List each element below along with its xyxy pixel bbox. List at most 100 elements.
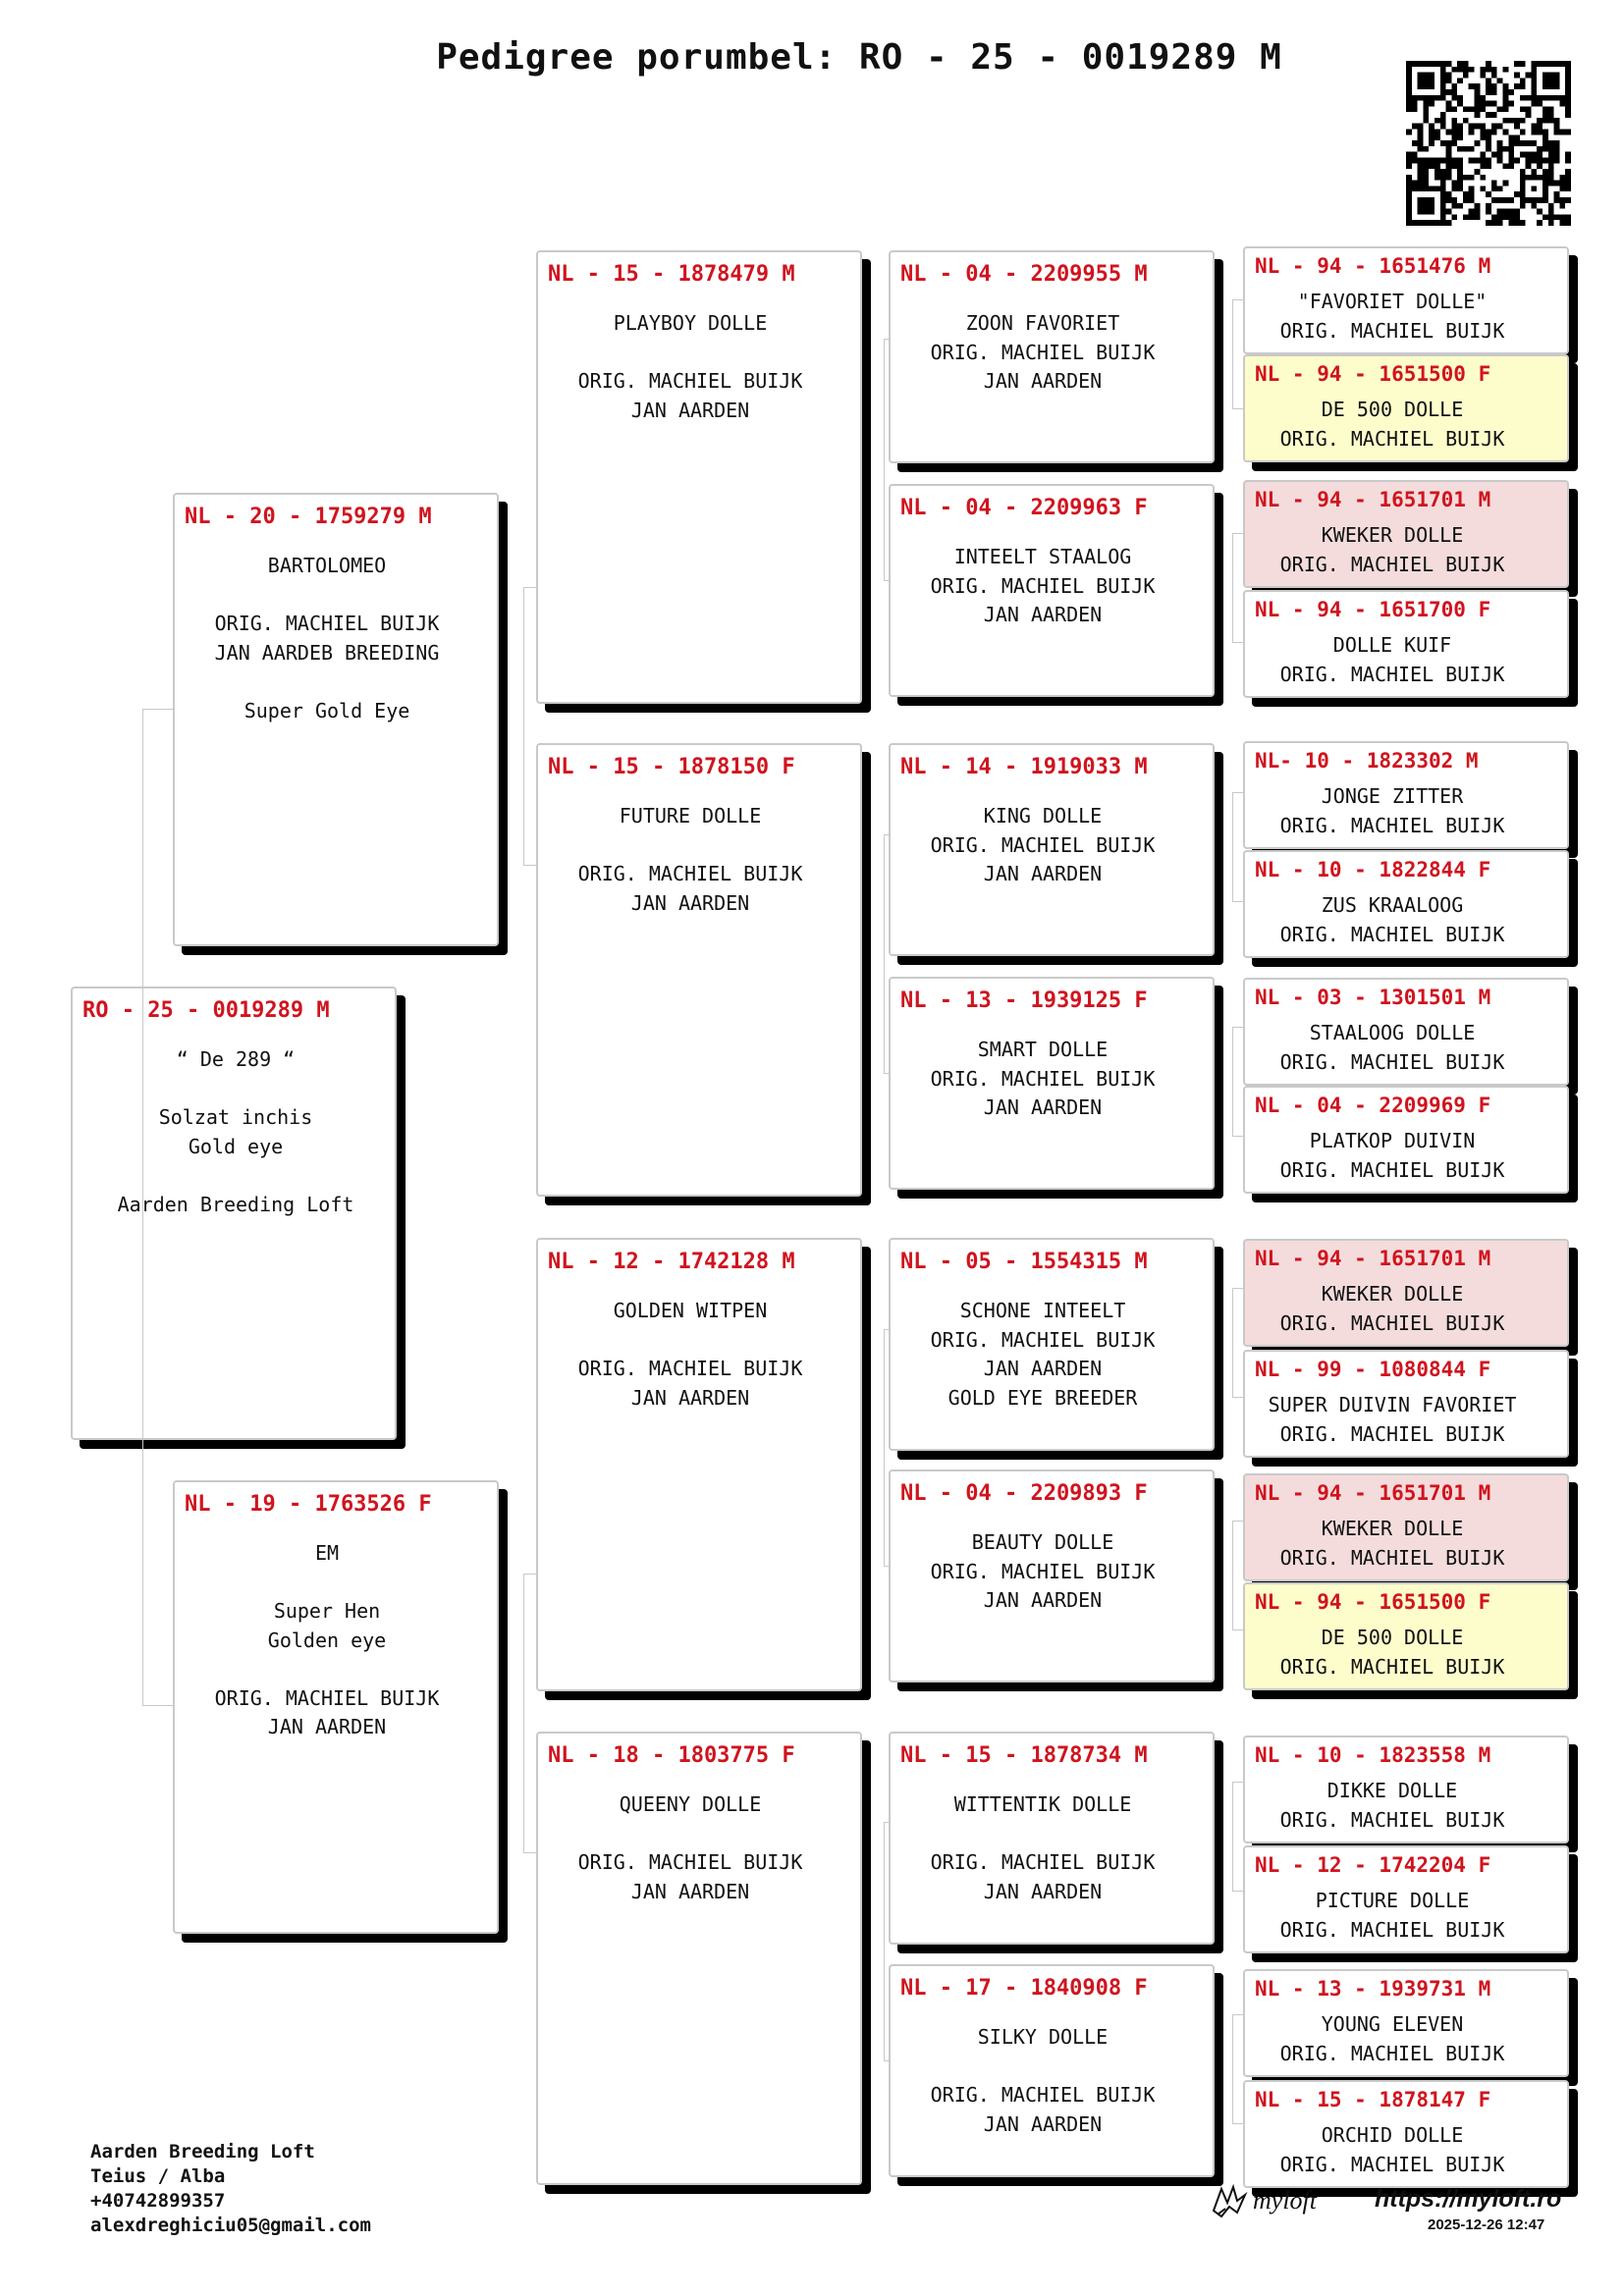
detail-line: ORIG. MACHIEL BUIJK — [577, 862, 803, 885]
ring-number: NL - 04 - 2209893 F — [900, 1481, 1148, 1506]
ring-number: NL - 10 - 1822844 F — [1255, 858, 1491, 881]
ring-number: RO - 25 - 0019289 M — [82, 998, 330, 1023]
detail-line — [538, 831, 842, 861]
great-great-grandparent-box[interactable]: NL - 94 - 1651476 M"FAVORIET DOLLE"ORIG.… — [1243, 246, 1569, 354]
detail-line: QUEENY DOLLE — [619, 1792, 762, 1816]
ring-number: NL - 15 - 1878150 F — [548, 755, 795, 779]
print-timestamp: 2025-12-26 12:47 — [1428, 2216, 1545, 2233]
great-grandparent-box[interactable]: NL - 13 - 1939125 F SMART DOLLE ORIG. MACH… — [889, 977, 1215, 1190]
ring-number: NL - 94 - 1651500 F — [1255, 362, 1491, 386]
detail-line: Golden eye — [267, 1628, 387, 1652]
detail-line: JAN AARDEN — [983, 2111, 1103, 2136]
detail-line: ORIG. MACHIEL BUIJK — [1279, 318, 1505, 343]
detail-line: ORIG. MACHIEL BUIJK — [577, 369, 803, 393]
detail-line: ORIG. MACHIEL BUIJK — [1279, 1545, 1505, 1570]
ring-number: NL - 94 - 1651701 M — [1255, 1247, 1491, 1270]
detail-line: Gold eye — [188, 1134, 284, 1158]
page-title: Pedigree porumbel: RO - 25 - 0019289 M — [436, 37, 1282, 78]
detail-line: STAALOOG DOLLE — [1309, 1021, 1476, 1044]
detail-line: ORIG. MACHIEL BUIJK — [1279, 1807, 1505, 1832]
detail-line: ORIG. MACHIEL BUIJK — [1279, 2041, 1505, 2065]
tree-connector — [1232, 1782, 1243, 1892]
detail-line: DOLLE KUIF — [1332, 633, 1452, 657]
detail-line: SUPER DUIVIN FAVORIET — [1268, 1393, 1517, 1416]
detail-line: “ De 289 “ — [176, 1047, 296, 1071]
detail-line: SILKY DOLLE — [977, 2025, 1109, 2049]
detail-line — [175, 1569, 479, 1598]
detail-line — [175, 581, 479, 611]
detail-line: ORIG. MACHIEL BUIJK — [214, 1685, 440, 1710]
ring-number: NL - 15 - 1878147 F — [1255, 2088, 1491, 2111]
tree-connector — [1232, 1521, 1243, 1630]
detail-line — [891, 1820, 1195, 1849]
tree-connector — [884, 339, 891, 581]
detail-line: JAN AARDEN — [983, 1588, 1103, 1612]
qr-code-icon[interactable] — [1406, 61, 1571, 226]
detail-line: KWEKER DOLLE — [1321, 523, 1464, 547]
detail-line: YOUNG ELEVEN — [1321, 2012, 1464, 2036]
detail-line: ORIG. MACHIEL BUIJK — [930, 832, 1156, 857]
detail-line: JAN AARDEN — [630, 1385, 750, 1410]
pigeon-details: "FAVORIET DOLLE"ORIG. MACHIEL BUIJK — [1245, 288, 1540, 346]
ring-number: NL - 94 - 1651701 M — [1255, 488, 1491, 511]
detail-line — [73, 1161, 399, 1191]
site-url[interactable]: https://myloft.ro — [1375, 2185, 1562, 2213]
detail-line: ORIG. MACHIEL BUIJK — [577, 1357, 803, 1380]
ring-number: NL - 13 - 1939125 F — [900, 988, 1148, 1013]
ring-number: NL- 10 - 1823302 M — [1255, 749, 1479, 773]
detail-line: ORIG. MACHIEL BUIJK — [1279, 552, 1505, 576]
ring-number: NL - 17 - 1840908 F — [900, 1976, 1148, 2001]
detail-line: ORIG. MACHIEL BUIJK — [1279, 1917, 1505, 1942]
tree-connector — [884, 1329, 891, 1567]
great-great-grandparent-box[interactable]: NL - 94 - 1651701 M KWEKER DOLLE ORIG. MAC… — [1243, 480, 1569, 588]
pigeon-details: KWEKER DOLLE ORIG. MACHIEL BUIJK — [1245, 521, 1540, 579]
detail-line — [175, 667, 479, 697]
detail-line: SMART DOLLE — [977, 1038, 1109, 1061]
email-address[interactable]: alexdreghiciu05@gmail.com — [90, 2215, 371, 2236]
detail-line — [891, 2053, 1195, 2082]
detail-line: DIKKE DOLLE — [1326, 1779, 1458, 1802]
tree-connector — [884, 1822, 891, 2061]
subject-pigeon[interactable]: RO - 25 - 0019289 M“ De 289 “ Solzat inc… — [71, 987, 397, 1440]
ring-number: NL - 04 - 2209969 F — [1255, 1094, 1491, 1117]
detail-line: ORIG. MACHIEL BUIJK — [930, 1066, 1156, 1091]
detail-line: JONGE ZITTER — [1321, 784, 1464, 808]
